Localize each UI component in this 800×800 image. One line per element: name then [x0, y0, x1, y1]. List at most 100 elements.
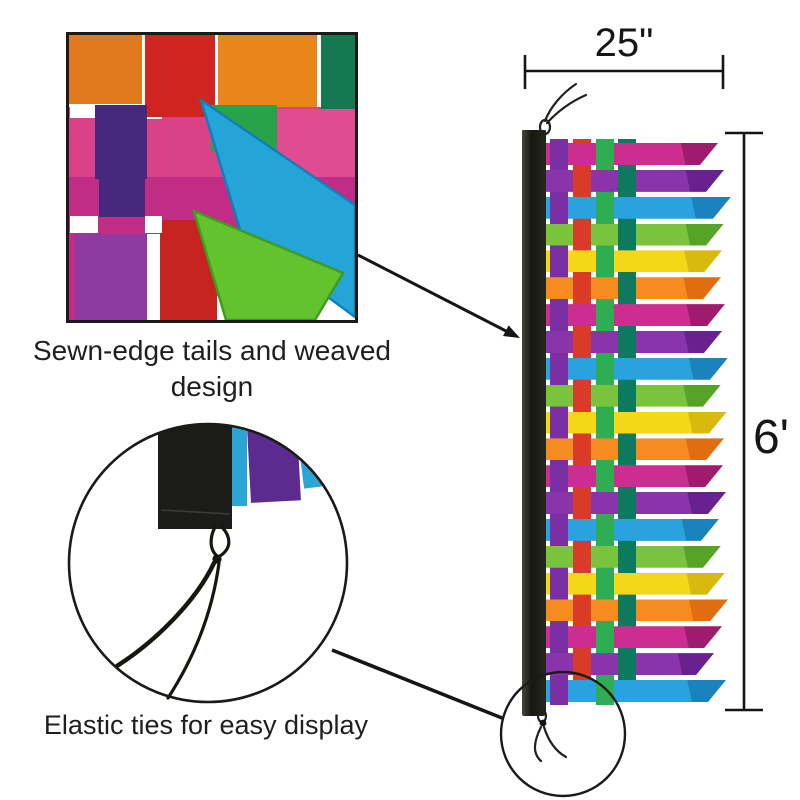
highlight-circle: [499, 670, 627, 798]
weave-over-red: [573, 220, 591, 249]
weave-over-teal: [618, 489, 636, 518]
orange-strip-left: [69, 35, 142, 104]
height-dimension: 6': [725, 131, 789, 712]
orange-strip-mid: [218, 35, 317, 107]
width-label: 25": [595, 21, 654, 65]
violet-square-bottom: [75, 234, 147, 320]
weave-strip-red: [573, 139, 591, 702]
ribbon-19-magenta: [546, 626, 722, 648]
weave-over-red: [573, 542, 591, 571]
weave-over-purple: [550, 462, 568, 491]
weave-over-green: [596, 193, 614, 222]
weave-over-green: [596, 462, 614, 491]
ribbon-7-magenta: [546, 304, 725, 326]
weave-over-teal: [618, 435, 636, 464]
weave-over-purple: [550, 140, 568, 168]
weave-caption: Sewn-edge tails and weaved design: [32, 335, 391, 402]
ribbon-16-green: [546, 546, 721, 568]
ribbon-12-orange: [546, 438, 724, 460]
elastic-ties-inset: [67, 422, 349, 704]
weave-over-teal: [618, 596, 636, 625]
weave-over-red: [573, 274, 591, 303]
purple-square: [95, 105, 147, 179]
weave-over-teal: [618, 327, 636, 356]
weave-over-purple: [550, 354, 568, 383]
white-gap-4: [145, 216, 162, 233]
white-col-bottom: [147, 234, 160, 320]
weave-over-purple: [550, 193, 568, 222]
ribbon-17-yellow: [546, 573, 725, 595]
weave-over-purple: [550, 569, 568, 598]
weave-over-green: [596, 408, 614, 437]
elastic-strand-1: [114, 560, 217, 669]
weave-over-green: [596, 301, 614, 330]
weave-over-red: [573, 381, 591, 410]
ties-callout-line: [331, 648, 503, 720]
ribbon-2-purple: [546, 170, 724, 192]
weave-over-teal: [618, 166, 636, 195]
ribbon-4-green: [546, 224, 724, 246]
weave-over-green: [596, 515, 614, 544]
weave-over-teal: [618, 220, 636, 249]
ribbon-14-purple: [546, 492, 726, 514]
ribbon-11-yellow: [546, 412, 727, 434]
ties-inset-circle: [67, 422, 349, 704]
ribbon-8-purple: [546, 331, 722, 353]
weave-strip-teal: [618, 139, 636, 702]
bottom-tie-circle: [499, 670, 627, 798]
bottom-tie-strand-2: [542, 725, 568, 759]
top-tie: [538, 82, 588, 136]
weave-detail-inset: [66, 32, 358, 323]
ribbon-18-orange: [546, 599, 728, 621]
weave-over-red: [573, 596, 591, 625]
bottom-tie-knot: [539, 719, 547, 727]
ties-caption: Elastic ties for easy display: [43, 710, 369, 740]
weave-over-teal: [618, 542, 636, 571]
width-dimension: 25": [523, 21, 725, 89]
ribbon-13-magenta: [546, 465, 723, 487]
weave-callout-arrow: [357, 253, 520, 338]
fabric-purple-square: [247, 424, 301, 503]
weave-over-teal: [618, 274, 636, 303]
weave-over-teal: [618, 381, 636, 410]
elastic-loop: [218, 525, 231, 558]
weave-over-red: [573, 435, 591, 464]
ribbon-10-green: [546, 385, 721, 407]
weave-over-green: [596, 140, 614, 168]
weave-over-purple: [550, 301, 568, 330]
weave-over-purple: [550, 408, 568, 437]
weave-over-purple: [550, 515, 568, 544]
top-tie-loop: [538, 118, 552, 136]
ribbon-9-blue: [546, 358, 728, 380]
teal-strip-right: [321, 35, 355, 115]
ribbon-15-blue: [546, 519, 719, 541]
sewn-tails-overlay: [192, 96, 355, 320]
weave-over-red: [573, 166, 591, 195]
weave-strip-green: [596, 139, 614, 702]
weave-over-red: [573, 327, 591, 356]
height-label: 6': [753, 411, 789, 464]
fabric-blue-strip: [232, 427, 247, 506]
fabric-blue-square: [297, 425, 347, 489]
arrowhead-icon: [503, 325, 520, 338]
weave-over-green: [596, 354, 614, 383]
white-gap-1: [70, 104, 98, 118]
bottom-tie-strand-1: [533, 725, 543, 763]
green-tail: [192, 208, 345, 320]
weave-over-green: [596, 247, 614, 276]
elastic-strand-2: [166, 561, 221, 700]
weave-over-purple: [550, 623, 568, 652]
ribbon-3-blue: [546, 197, 731, 219]
banner-pole-sleeve: [522, 130, 546, 716]
purple-square-2: [99, 177, 145, 217]
ribbon-5-yellow: [546, 250, 722, 272]
weave-strip-purple: [550, 139, 568, 702]
weave-over-green: [596, 569, 614, 598]
ribbon-1-magenta: [546, 143, 718, 165]
white-gap-3: [70, 216, 98, 233]
magenta-sliver: [69, 234, 75, 320]
weave-over-green: [596, 623, 614, 652]
ribbon-6-orange: [546, 277, 721, 299]
weave-over-red: [573, 489, 591, 518]
